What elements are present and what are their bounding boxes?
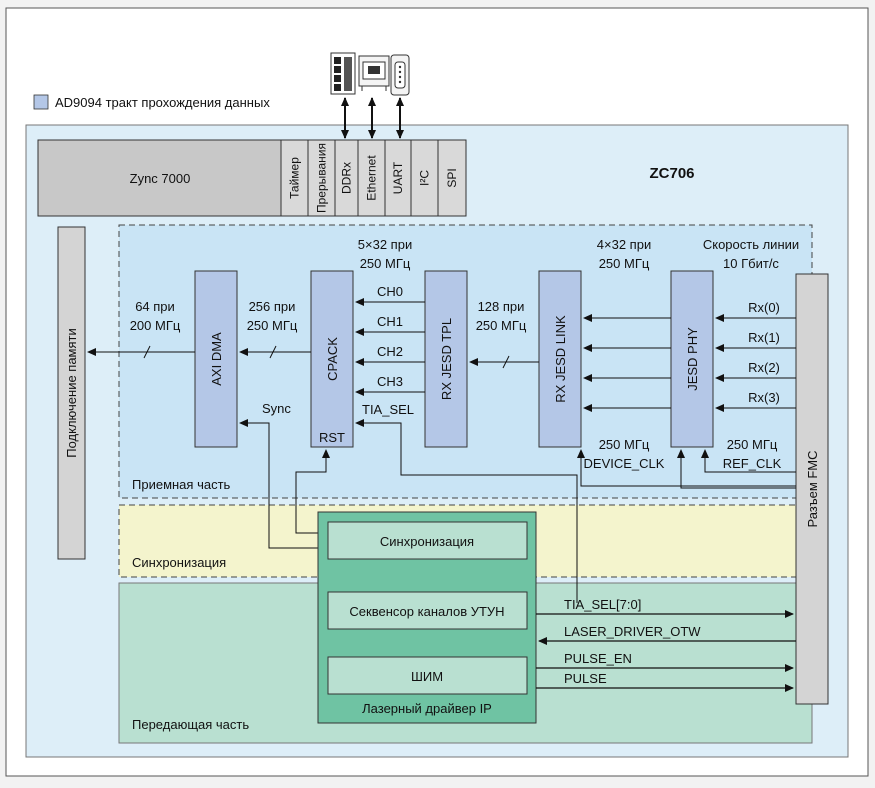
fmc-connector-label: Разъем FMC [805, 450, 820, 527]
rate-128-line2: 250 МГц [476, 318, 527, 333]
transmit-zone-label: Передающая часть [132, 717, 249, 732]
rate-64-line2: 200 МГц [130, 318, 181, 333]
rx-lane-arrows: Rx(0) Rx(1) Rx(2) Rx(3) [715, 300, 796, 412]
jesd-phy-label: JESD PHY [685, 327, 700, 391]
cpack-label: CPACK [325, 337, 340, 381]
tx-signal-label: PULSE_EN [564, 651, 632, 666]
soc-name: Zync 7000 [130, 171, 191, 186]
soc-cell [280, 139, 309, 217]
sync-block-label: Синхронизация [380, 534, 474, 549]
cpack-block [310, 270, 354, 448]
soc-cell [307, 139, 336, 217]
fmc-connector [795, 273, 829, 705]
rx-lane-label: Rx(1) [748, 330, 780, 345]
tx-signal-label: TIA_SEL[7:0] [564, 597, 641, 612]
rate-5x32-line1: 5×32 при [358, 237, 412, 252]
phy-to-link-arrows [583, 314, 671, 412]
axi-dma-block [194, 270, 238, 448]
serial-port-icon [390, 54, 410, 96]
pwm-block [327, 656, 528, 695]
rx-lane-label: Rx(3) [748, 390, 780, 405]
legend-swatch [33, 94, 49, 110]
ref-clk-name: REF_CLK [723, 456, 782, 471]
rate-4x32-line1: 4×32 при [597, 237, 651, 252]
zynq-soc: Zync 7000 Таймер Прерывания DDRx Ethernet UA… [37, 139, 467, 217]
tx-signal-label: LASER_DRIVER_OTW [564, 624, 701, 639]
soc-cell-label: UART [391, 161, 405, 194]
line-rate-line2: 10 Гбит/с [723, 256, 779, 271]
sync-signal-label: Sync [262, 401, 291, 416]
receive-zone-label: Приемная часть [132, 477, 231, 492]
soc-cell-label: Прерывания [315, 143, 329, 213]
soc-cell-label: I²C [418, 170, 432, 186]
cpack-rst-label: RST [319, 430, 345, 445]
rate-4x32-line2: 250 МГц [599, 256, 650, 271]
laser-driver-ip-label: Лазерный драйвер IP [362, 701, 492, 716]
soc-cell [410, 139, 439, 217]
sync-block [327, 521, 528, 560]
memory-module-icon [330, 52, 356, 95]
memory-connection-block [57, 226, 86, 560]
channel-label: CH3 [377, 374, 403, 389]
sequencer-block [327, 591, 528, 630]
channel-label: CH0 [377, 284, 403, 299]
rate-256-line1: 256 при [249, 299, 296, 314]
soc-cell [384, 139, 412, 217]
tx-signal-label: PULSE [564, 671, 607, 686]
rx-jesd-tpl-label: RX JESD TPL [439, 318, 454, 400]
rate-256-line2: 250 МГц [247, 318, 298, 333]
rx-jesd-link-label: RX JESD LINK [553, 315, 568, 403]
rx-lane-label: Rx(0) [748, 300, 780, 315]
bus-arrows [87, 345, 539, 369]
ref-clk-rate: 250 МГц [727, 437, 778, 452]
soc-cell-label: Таймер [288, 157, 302, 199]
device-clk-rate: 250 МГц [599, 437, 650, 452]
network-card-icon [358, 55, 390, 91]
control-wires [239, 419, 578, 603]
tx-signal-arrows: TIA_SEL[7:0] LASER_DRIVER_OTW PULSE_EN PULS… [536, 597, 796, 692]
line-rate-line1: Скорость линии [703, 237, 799, 252]
rate-128-line1: 128 при [478, 299, 525, 314]
device-clk-name: DEVICE_CLK [584, 456, 665, 471]
axi-dma-label: AXI DMA [209, 332, 224, 386]
soc-cell-label: SPI [445, 168, 459, 187]
clock-lines [577, 449, 796, 489]
rate-5x32-line2: 250 МГц [360, 256, 411, 271]
jesd-phy-block [670, 270, 714, 448]
rx-jesd-tpl-block [424, 270, 468, 448]
memory-connection-label: Подключение памяти [64, 328, 79, 458]
rate-64-line1: 64 при [135, 299, 175, 314]
channel-label: CH2 [377, 344, 403, 359]
rate-labels: 64 при 200 МГц 256 при 250 МГц 5×32 при … [130, 237, 799, 471]
board-title: ZC706 [649, 165, 694, 182]
rx-jesd-link-block [538, 270, 582, 448]
channel-label: CH1 [377, 314, 403, 329]
pwm-block-label: ШИМ [411, 669, 443, 684]
sequencer-block-label: Секвенсор каналов УТУН [349, 604, 504, 619]
sync-zone-label: Синхронизация [132, 555, 226, 570]
soc-cell-label: Ethernet [365, 155, 379, 201]
tia-sel-label: TIA_SEL [362, 402, 414, 417]
rx-lane-label: Rx(2) [748, 360, 780, 375]
soc-cell [437, 139, 467, 217]
soc-cell-label: DDRx [340, 162, 354, 194]
peripheral-links [341, 97, 404, 139]
legend-label: AD9094 тракт прохождения данных [55, 95, 270, 110]
